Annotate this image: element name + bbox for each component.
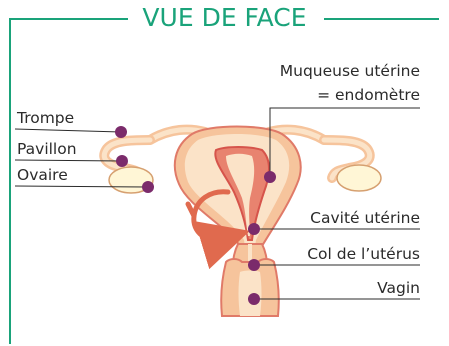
cycle-arrow-tail [188, 204, 194, 216]
marker-pavillon [116, 155, 128, 167]
marker-ovaire [142, 181, 154, 193]
marker-muqueuse [264, 171, 276, 183]
vaginal-canal [239, 271, 262, 317]
label-ovaire: Ovaire [17, 166, 68, 184]
leader-trompe [15, 129, 121, 132]
label-muqueuse: Muqueuse utérine [280, 62, 420, 80]
marker-vagin [248, 293, 260, 305]
right-ovary [337, 165, 381, 191]
label-pavillon: Pavillon [17, 140, 77, 158]
marker-cavite [248, 223, 260, 235]
marker-trompe [115, 126, 127, 138]
label-col: Col de l’utérus [307, 245, 420, 263]
label-vagin: Vagin [377, 279, 420, 297]
label-cavite: Cavité utérine [310, 209, 420, 227]
label-endometre: = endomètre [317, 86, 420, 104]
label-trompe: Trompe [17, 109, 74, 127]
marker-col [248, 259, 260, 271]
